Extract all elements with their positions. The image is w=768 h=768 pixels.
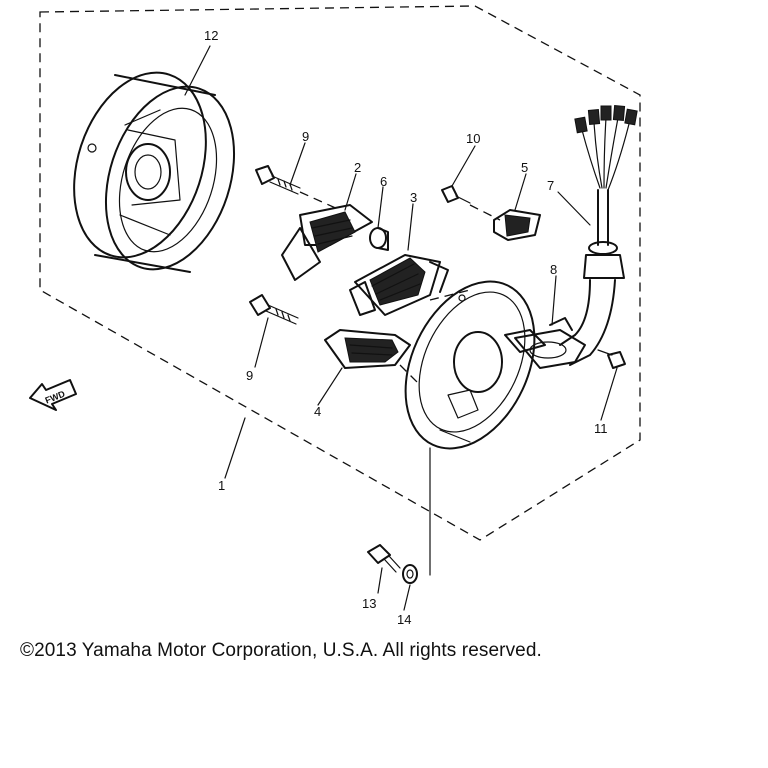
callout-6: 6 bbox=[380, 174, 387, 189]
callout-11: 11 bbox=[594, 421, 608, 436]
callout-3: 3 bbox=[410, 190, 417, 205]
callout-4: 4 bbox=[314, 404, 321, 419]
stator-plate bbox=[404, 280, 546, 450]
wire-grommet bbox=[514, 317, 586, 369]
assembly-boundary bbox=[39, 5, 641, 541]
callout-10: 10 bbox=[466, 131, 480, 146]
callout-7: 7 bbox=[547, 178, 554, 193]
callout-9-lower: 9 bbox=[246, 368, 253, 383]
bolt-lower bbox=[249, 294, 299, 325]
leader-lines bbox=[184, 45, 618, 611]
lighting-coil bbox=[324, 329, 421, 386]
screw-10 bbox=[441, 185, 501, 221]
screw-11 bbox=[597, 349, 626, 369]
callout-13: 13 bbox=[362, 596, 376, 611]
copyright-notice: ©2013 Yamaha Motor Corporation, U.S.A. A… bbox=[20, 640, 542, 661]
bolt-upper bbox=[255, 165, 341, 211]
wire-harness bbox=[559, 105, 638, 366]
callout-14: 14 bbox=[397, 612, 411, 627]
bolt-13 bbox=[367, 544, 401, 573]
callout-8: 8 bbox=[550, 262, 557, 277]
callout-5: 5 bbox=[521, 160, 528, 175]
charging-coil bbox=[349, 254, 471, 316]
callout-1: 1 bbox=[218, 478, 225, 493]
spacer bbox=[369, 227, 389, 251]
exploded-parts-diagram: FWD 1 2 3 4 5 6 7 8 9 9 10 11 12 13 14 bbox=[29, 5, 641, 627]
fwd-arrow: FWD bbox=[29, 379, 77, 411]
pickup-coil bbox=[281, 204, 373, 281]
callout-2: 2 bbox=[354, 160, 361, 175]
washer-14 bbox=[402, 564, 418, 584]
callout-9-upper: 9 bbox=[302, 129, 309, 144]
small-sensor bbox=[493, 209, 541, 241]
callout-12: 12 bbox=[204, 28, 218, 43]
flywheel-rotor bbox=[73, 71, 236, 273]
